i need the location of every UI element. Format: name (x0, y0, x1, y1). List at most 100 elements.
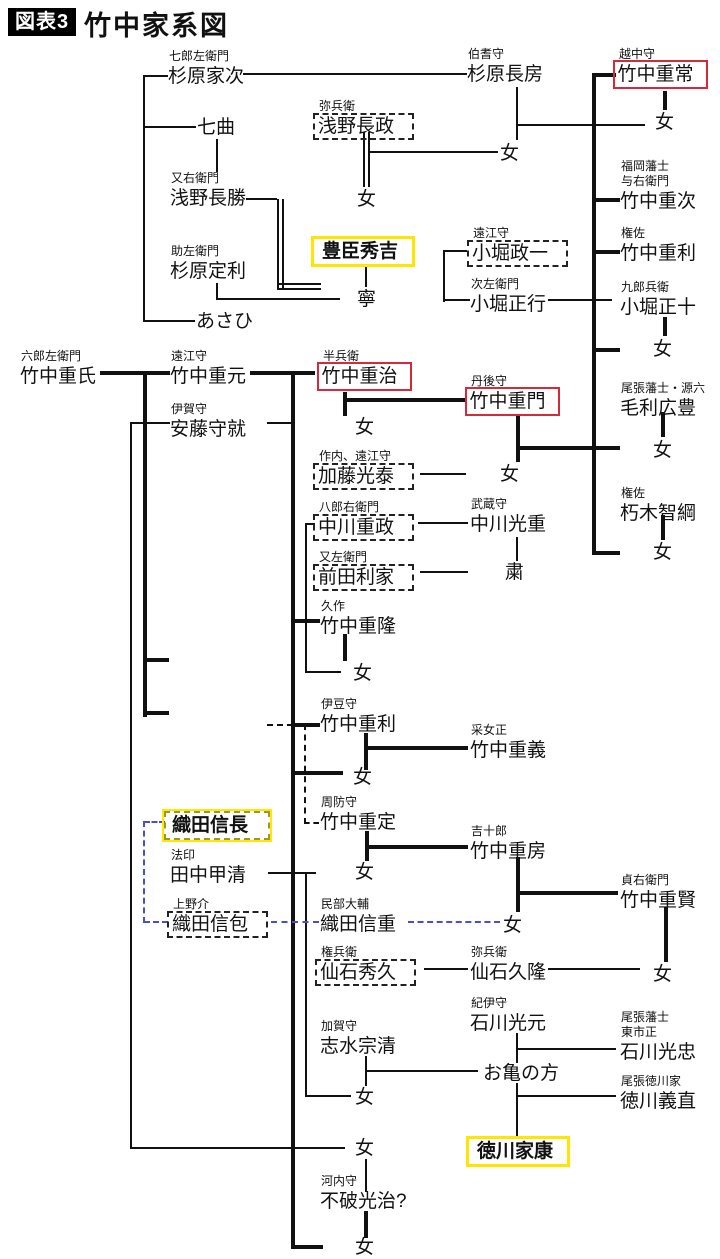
person-sugihara-sadatoshi: 助左衛門杉原定利 (170, 244, 247, 282)
person-title: 又左衛門 (319, 550, 367, 565)
person-title-line: 東市正 (621, 1025, 658, 1039)
person-onna-9: 女 (353, 663, 372, 684)
person-name: 竹中重氏 (20, 366, 97, 387)
connector-line (250, 371, 315, 375)
person-name: 石川光元 (470, 1013, 547, 1034)
person-title: 周防守 (321, 795, 357, 810)
person-name: 竹中重賢 (620, 890, 697, 911)
person-title: 上野介 (173, 897, 209, 912)
person-title: 民部大輔 (321, 897, 369, 912)
person-title-line: 周防守 (321, 795, 358, 809)
person-name: 中川光重 (470, 514, 547, 535)
connector-line (304, 822, 319, 824)
person-name: 豊臣秀吉 (311, 236, 416, 267)
person-name: 女 (355, 1138, 375, 1159)
person-onna-11: 女 (355, 862, 374, 883)
person-name: 織田信包 (167, 911, 269, 938)
connector-line (548, 299, 612, 301)
connector-line (370, 151, 498, 153)
person-name: 女 (355, 417, 375, 438)
connector-line (216, 139, 218, 172)
connector-line (418, 522, 468, 524)
connector-line (596, 348, 620, 352)
connector-line (364, 733, 368, 770)
person-name: 女 (653, 964, 673, 985)
person-tokugawa-ieyasu: 徳川家康 (466, 1136, 571, 1167)
person-title-line: 権佐 (621, 486, 646, 500)
person-title: 伊賀守 (171, 402, 207, 417)
person-title: 次左衛門 (471, 277, 519, 292)
connector-line (305, 523, 307, 673)
person-title-line: 弥兵衛 (471, 945, 508, 959)
person-title-line: 伯耆守 (468, 47, 505, 61)
connector-line (277, 283, 321, 290)
person-name: 女 (500, 464, 520, 485)
person-title-line: 尾張藩士・源六 (621, 381, 706, 395)
connector-line (305, 872, 307, 1097)
person-title: 又右衛門 (171, 171, 219, 186)
connector-line (100, 371, 170, 375)
person-tanaka-kosei: 法印田中甲清 (170, 848, 247, 886)
person-nene: 寧 (357, 289, 376, 310)
person-title: 采女正 (471, 723, 507, 738)
connector-line (143, 320, 195, 322)
person-sugihara-ietsugu: 七郎左衛門杉原家次 (168, 49, 244, 87)
person-title: 尾張藩士東市正 (621, 1010, 669, 1040)
person-name: 女 (357, 189, 377, 210)
person-title-line: 河内守 (321, 1174, 358, 1188)
connector-line (516, 1048, 616, 1050)
person-name: 杉原長房 (467, 64, 544, 85)
person-name: 小堀正十 (620, 297, 697, 318)
person-title-line: 半兵衛 (323, 349, 360, 363)
person-title-line: 民部大輔 (321, 897, 370, 911)
connector-line (143, 371, 147, 717)
person-name: 竹中重利 (320, 714, 397, 735)
person-nanamagari: 七曲 (197, 117, 235, 138)
person-name: 竹中重次 (620, 191, 697, 212)
person-name: 田中甲清 (170, 865, 247, 886)
connector-line (363, 132, 370, 187)
person-sengoku-hisataka: 弥兵衛仙石久隆 (470, 945, 546, 983)
person-title: 加賀守 (321, 1019, 357, 1034)
person-fuwa-mitsuharu: 河内守不破光治? (320, 1174, 407, 1212)
person-nakagawa-shigemasa: 八郎右衛門中川重政 (313, 500, 415, 541)
person-name: 女 (353, 767, 373, 788)
person-takenaka-shigetoshi-gonsuke: 権佐竹中重利 (620, 226, 697, 264)
person-kato-mitsuyasu: 作内、遠江守加藤光泰 (313, 449, 415, 490)
person-ando-morinari: 伊賀守安藤守就 (170, 402, 246, 440)
person-name: 竹中重利 (620, 243, 697, 264)
connector-line (548, 968, 640, 970)
person-onna-10: 女 (353, 767, 372, 788)
person-title: 弥兵衛 (319, 99, 355, 114)
person-name: 竹中重隆 (320, 616, 397, 637)
person-title: 貞右衛門 (621, 873, 669, 888)
connector-line (144, 921, 168, 923)
person-title-line: 次左衛門 (471, 277, 520, 291)
person-name: 織田信長 (161, 809, 273, 842)
person-title-line: 伊賀守 (171, 402, 208, 416)
connector-line (130, 422, 132, 1149)
connector-line (277, 199, 284, 290)
person-takenaka-shigefusa: 吉十郎竹中重房 (470, 824, 546, 862)
person-title: 福岡藩士与右衛門 (621, 159, 669, 189)
person-onna-14: 女 (355, 1087, 374, 1108)
connector-line (143, 126, 196, 128)
person-title-line: 尾張徳川家 (621, 1074, 682, 1088)
person-title-line: 権兵衛 (321, 945, 358, 959)
person-onna-3: 女 (655, 112, 674, 133)
person-onna-4: 女 (653, 339, 672, 360)
person-title-line: 法印 (171, 848, 196, 862)
person-takenaka-shigetsune: 越中守竹中重常 (612, 47, 708, 89)
person-maeda-toshiie: 又左衛門前田利家 (313, 550, 415, 591)
person-name: 浅野長政 (313, 113, 415, 140)
person-title-line: 貞右衛門 (621, 873, 670, 887)
person-takenaka-shigeyoshi: 采女正竹中重義 (470, 723, 546, 761)
person-name: あさひ (196, 311, 254, 332)
person-takenaka-shigetaka: 久作竹中重隆 (320, 599, 397, 637)
person-name: 女 (353, 663, 373, 684)
person-shuku: 粛 (505, 562, 524, 583)
connector-line (365, 264, 367, 287)
connector-line (663, 317, 667, 336)
person-name: 杉原定利 (170, 261, 247, 282)
person-ishikawa-mitsumoto: 紀伊守石川光元 (470, 996, 547, 1034)
